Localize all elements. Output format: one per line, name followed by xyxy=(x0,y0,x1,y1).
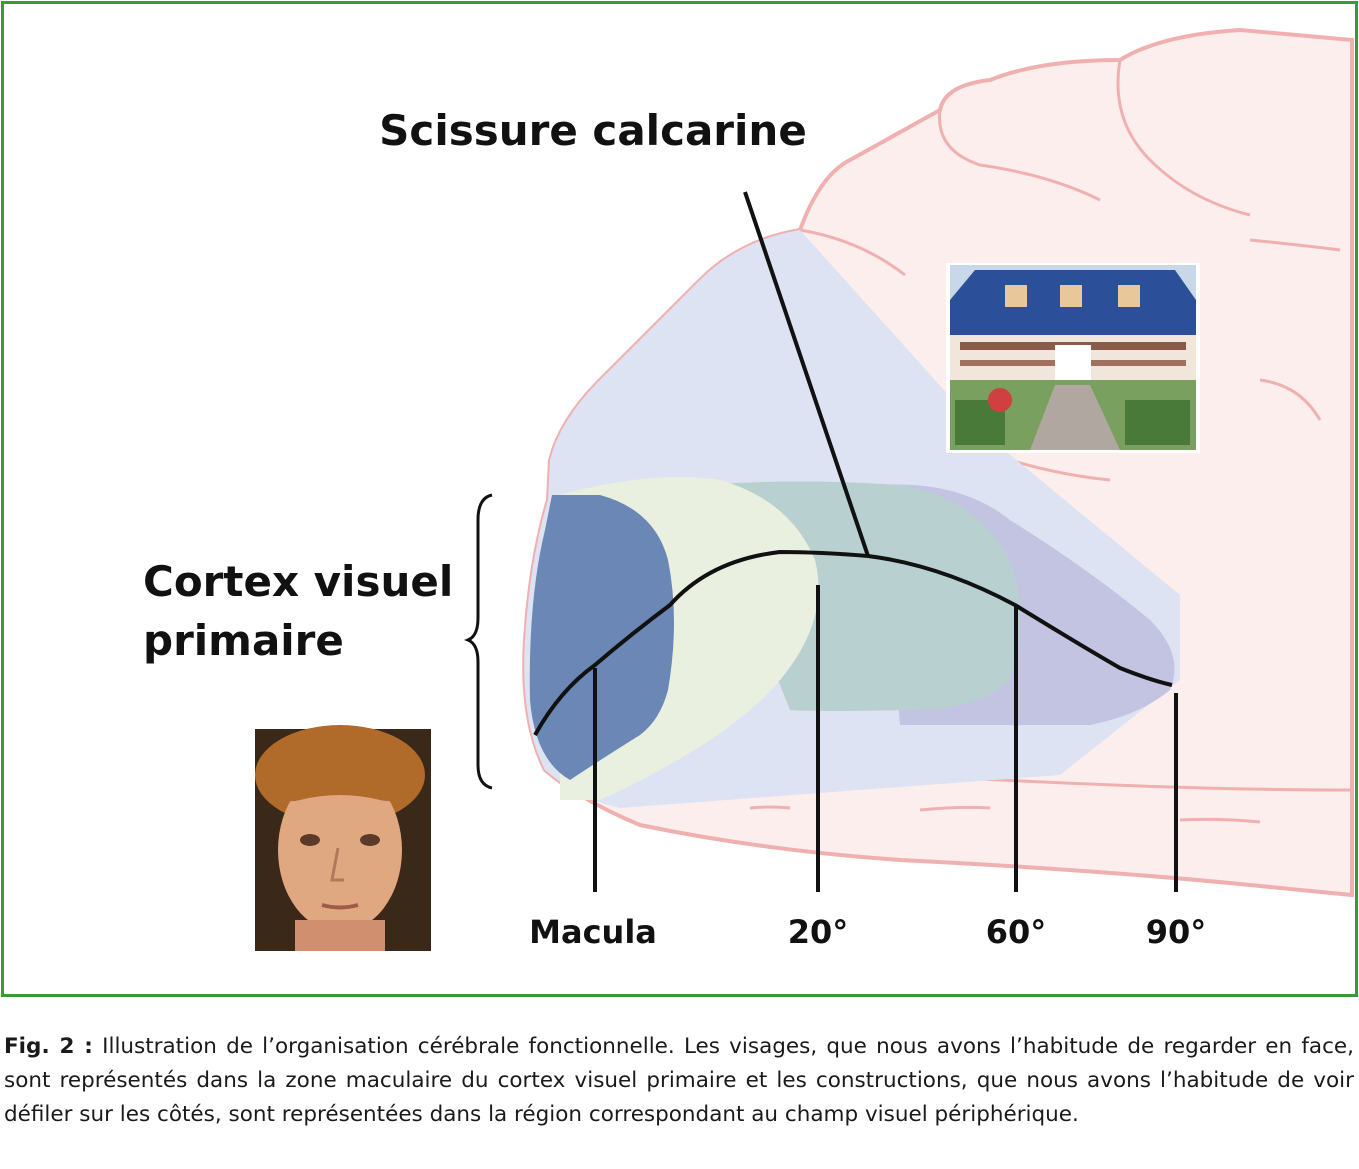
fissure-pointer-line xyxy=(743,191,870,557)
cortex-brace xyxy=(463,493,493,790)
gyrus-line xyxy=(1116,59,1251,217)
gyrus-line xyxy=(799,228,906,277)
figure-caption: Fig. 2 : Illustration de l’organisation … xyxy=(4,1030,1354,1132)
gyrus-line xyxy=(938,109,1101,202)
cortex-label-line1: Cortex visuel xyxy=(143,557,453,606)
figure-number: Fig. 2 : xyxy=(4,1034,93,1059)
house-photo xyxy=(946,263,1200,453)
gyrus-line xyxy=(919,805,991,812)
brain-diagram: Scissure calcarine Cortex visuel primair… xyxy=(143,27,1354,951)
tick-90-label: 90° xyxy=(1146,913,1207,951)
gyrus-line xyxy=(1259,378,1322,421)
scissure-calcarine-label: Scissure calcarine xyxy=(379,106,807,155)
tick-20-label: 20° xyxy=(788,913,849,951)
gyrus-line xyxy=(1009,458,1111,482)
face-photo xyxy=(255,725,431,951)
gyrus-line xyxy=(749,805,791,810)
calcarine-curve xyxy=(533,549,1173,736)
zone-macula xyxy=(529,495,674,780)
gyrus-line xyxy=(1249,238,1341,252)
caption-text: Illustration de l’organisation cérébrale… xyxy=(4,1034,1354,1127)
cortex-label-line2: primaire xyxy=(143,616,344,665)
gyrus-line xyxy=(1179,817,1261,824)
macula-label: Macula xyxy=(529,913,657,951)
tick-60-label: 60° xyxy=(986,913,1047,951)
